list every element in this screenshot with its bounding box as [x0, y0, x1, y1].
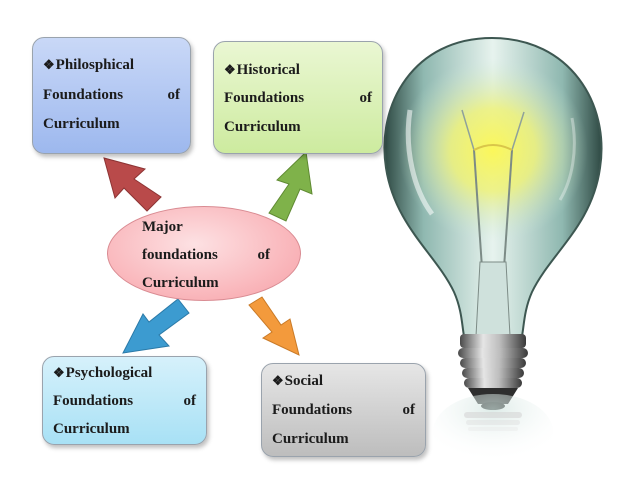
box-title-line: ❖Psychological — [53, 365, 196, 387]
center-line-3: Curriculum — [142, 275, 219, 291]
box-title: Social — [284, 373, 323, 389]
psychological-foundations-box: ❖Psychological Foundations of Curriculum — [42, 356, 207, 445]
box-word: Foundations — [224, 90, 305, 106]
social-foundations-box: ❖Social Foundations of Curriculum — [261, 363, 426, 457]
center-line-2: foundations of — [142, 247, 270, 269]
box-word: of — [183, 393, 197, 409]
box-title-line: ❖Historical — [224, 62, 372, 84]
box-title-line: ❖Social — [272, 373, 415, 395]
arrow-historical — [268, 150, 313, 222]
arrow-philosophical — [103, 157, 162, 212]
diamond-bullet-icon: ❖ — [43, 57, 55, 72]
box-line-2: Foundations of — [224, 90, 372, 112]
box-line-2: Foundations of — [272, 402, 415, 424]
box-word: of — [402, 402, 416, 418]
box-word: Foundations — [43, 87, 124, 103]
box-word: Foundations — [53, 393, 134, 409]
historical-foundations-box: ❖Historical Foundations of Curriculum — [213, 41, 383, 154]
box-title: Philosphical — [55, 57, 135, 73]
center-word: of — [257, 247, 271, 263]
diamond-bullet-icon: ❖ — [224, 62, 236, 77]
box-line-3: Curriculum — [224, 119, 301, 135]
box-title: Psychological — [65, 365, 153, 381]
box-line-3: Curriculum — [53, 421, 130, 437]
diamond-bullet-icon: ❖ — [272, 373, 284, 388]
light-bulb-icon — [383, 36, 603, 470]
box-line-2: Foundations of — [43, 87, 180, 109]
box-title-line: ❖Philosphical — [43, 57, 180, 79]
center-word: foundations — [142, 247, 218, 263]
box-word: of — [167, 87, 181, 103]
diamond-bullet-icon: ❖ — [53, 365, 65, 380]
arrow-psychological — [122, 298, 190, 354]
box-word: Foundations — [272, 402, 353, 418]
philosophical-foundations-box: ❖Philosphical Foundations of Curriculum — [32, 37, 191, 154]
arrow-social — [248, 296, 300, 356]
box-title: Historical — [236, 62, 300, 78]
box-line-2: Foundations of — [53, 393, 196, 415]
major-foundations-ellipse: Major foundations of Curriculum — [107, 206, 301, 301]
box-line-3: Curriculum — [272, 431, 349, 447]
box-word: of — [359, 90, 373, 106]
center-line-1: Major — [142, 219, 183, 235]
box-line-3: Curriculum — [43, 116, 120, 132]
